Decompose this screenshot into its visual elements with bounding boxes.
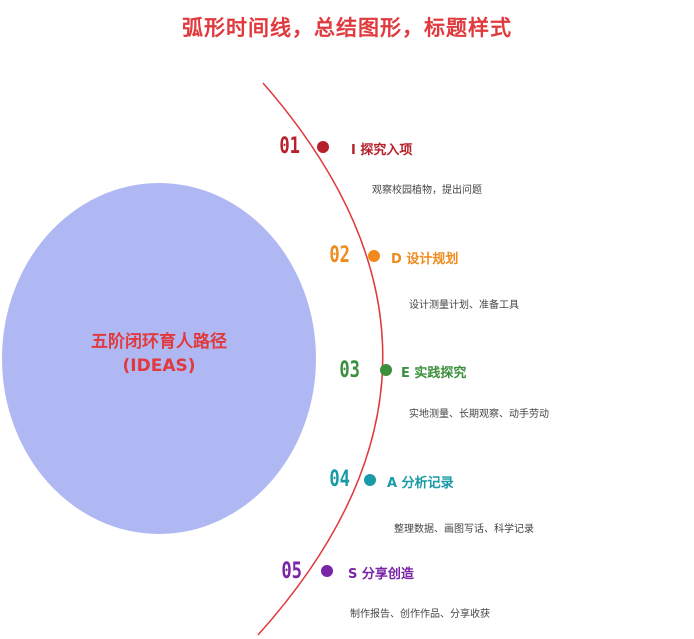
step-marker <box>317 141 329 153</box>
step-marker <box>380 364 392 376</box>
center-label: 五阶闭环育人路径 (IDEAS) <box>2 330 316 378</box>
step-number: 03 <box>339 358 360 383</box>
step-marker <box>368 250 380 262</box>
step-number: 01 <box>279 134 300 159</box>
step-description: 设计测量计划、准备工具 <box>409 300 519 311</box>
step-title: A 分析记录 <box>387 476 454 491</box>
step-title: D 设计规划 <box>391 252 459 267</box>
step-title: E 实践探究 <box>401 366 467 381</box>
step-title: S 分享创造 <box>348 567 414 582</box>
step-marker <box>321 565 333 577</box>
step-description: 实地测量、长期观察、动手劳动 <box>409 409 549 420</box>
center-circle <box>2 183 316 534</box>
step-marker <box>364 474 376 486</box>
step-title: I 探究入项 <box>351 143 413 158</box>
step-description: 制作报告、创作作品、分享收获 <box>350 609 490 620</box>
center-label-subtitle: (IDEAS) <box>122 356 196 376</box>
step-number: 05 <box>281 559 302 584</box>
step-number: 04 <box>329 467 350 492</box>
step-description: 整理数据、画图写话、科学记录 <box>394 524 534 535</box>
step-number: 02 <box>329 243 350 268</box>
page-title: 弧形时间线，总结图形，标题样式 <box>182 16 512 40</box>
step-description: 观察校园植物，提出问题 <box>372 185 482 196</box>
center-label-title: 五阶闭环育人路径 <box>91 332 227 352</box>
